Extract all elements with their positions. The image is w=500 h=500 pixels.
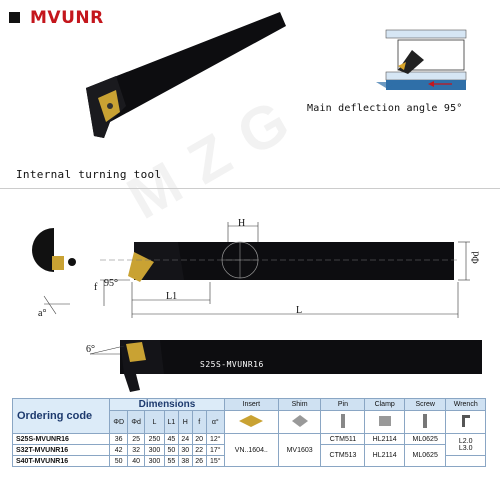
deflection-caption: Main deflection angle 95° (307, 103, 463, 114)
row-code: S25S-MVUNR16 (12, 433, 110, 445)
dim-col: L (143, 410, 165, 434)
title-marker (9, 12, 20, 23)
bottom-shank (120, 340, 482, 374)
dim-h: H (238, 218, 246, 229)
dim-l: L (296, 305, 303, 316)
internal-caption: Internal turning tool (16, 168, 162, 181)
dim-l1: L1 (166, 291, 178, 302)
pin-value: CTM511 (320, 433, 366, 445)
tool-shank (86, 12, 286, 138)
dim-phi-d: Φd (470, 251, 482, 264)
screw-value: ML0625 (403, 433, 447, 445)
dim-col: H (177, 410, 193, 434)
screw-value: ML0625 (403, 444, 447, 467)
clamp-value: HL2114 (364, 433, 405, 445)
shank-side (134, 242, 454, 280)
dim-col: f (191, 410, 207, 434)
deflection-diagram (376, 29, 467, 90)
shim-icon (277, 410, 322, 434)
header-ordering-code: Ordering code (12, 398, 110, 434)
clamp-icon (364, 410, 405, 434)
header-clamp: Clamp (364, 398, 405, 411)
screw-icon (403, 410, 447, 434)
dim-f: f (94, 282, 98, 293)
bar-text: S25S-MVUNR16 (200, 360, 264, 369)
insert-drawing (128, 252, 154, 282)
pin-icon (320, 410, 366, 434)
spec-table: Ordering code Dimensions Insert Shim Pin… (12, 398, 486, 467)
insert-value: VN..1604.. (223, 433, 279, 467)
row-code: S32T-MVUNR16 (12, 444, 110, 456)
wrench-icon (445, 410, 486, 434)
tool-photo-bottom (89, 340, 482, 392)
page-title: MVUNR (30, 8, 104, 28)
header-shim: Shim (277, 398, 322, 411)
row-code: S40T-MVUNR16 (12, 455, 110, 467)
clamp-value: HL2114 (364, 444, 405, 467)
header-pin: Pin (320, 398, 366, 411)
dim-95: 95° (104, 278, 118, 289)
dim-6: 6° (86, 344, 95, 355)
dim-col: ΦD (108, 410, 129, 434)
insert-icon (223, 410, 279, 434)
technical-drawing (32, 222, 470, 318)
dim-col: α° (205, 410, 225, 434)
divider (0, 188, 500, 189)
pin-value: CTM513 (320, 444, 366, 467)
dim-col: L1 (163, 410, 179, 434)
header-dimensions: Dimensions (109, 398, 225, 411)
end-view (32, 228, 54, 272)
header-wrench: Wrench (445, 398, 486, 411)
shim-value: MV1603 (277, 433, 322, 467)
header-screw: Screw (403, 398, 447, 411)
dim-col: Φd (127, 410, 145, 434)
dim-a: a° (38, 308, 47, 319)
header-insert: Insert (223, 398, 279, 411)
tool-photo-top (86, 12, 286, 138)
